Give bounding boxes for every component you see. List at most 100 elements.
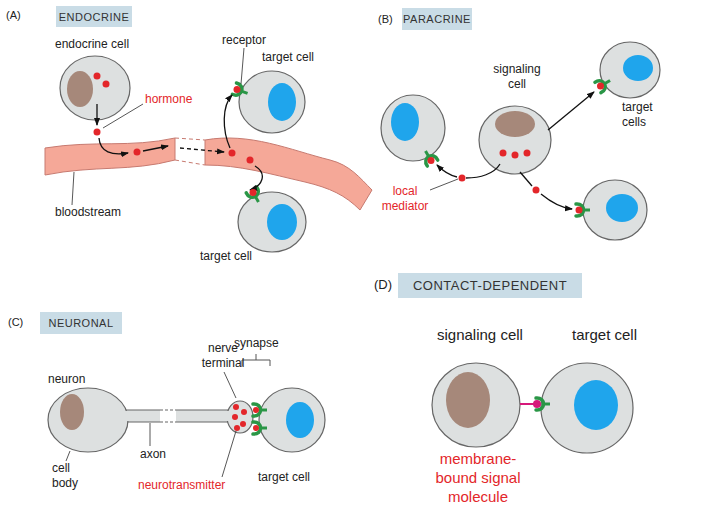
signal-label: neurotransmitter bbox=[138, 478, 225, 493]
receptor-symbol bbox=[595, 75, 613, 92]
panel-title-band: PARACRINE bbox=[402, 8, 472, 30]
receptor-symbol bbox=[253, 422, 267, 434]
mediator-dot bbox=[597, 83, 604, 90]
receptor-symbol bbox=[253, 404, 267, 434]
neuron-shape bbox=[48, 388, 253, 452]
signaling-cell bbox=[479, 106, 551, 174]
neuron-shape bbox=[120, 411, 134, 421]
hormone-dot bbox=[94, 129, 101, 136]
cell-label: signaling cell bbox=[437, 326, 523, 345]
leader-line bbox=[222, 431, 236, 477]
part-label: receptor bbox=[222, 33, 266, 48]
mediator-arrow bbox=[520, 172, 532, 186]
membrane-signal-molecule bbox=[533, 400, 541, 408]
mediator-arrow bbox=[466, 164, 500, 178]
receptor-symbol bbox=[536, 398, 550, 410]
panel-title-band: CONTACT-DEPENDENT bbox=[398, 273, 582, 298]
signaling-cell bbox=[479, 106, 551, 174]
hormone-path-arrow bbox=[180, 148, 224, 152]
panel-title: PARACRINE bbox=[403, 13, 471, 25]
cell-label: target cell bbox=[258, 470, 310, 485]
hormone-dot bbox=[134, 149, 141, 156]
hormone-path-arrow bbox=[143, 146, 168, 151]
target-cell bbox=[623, 55, 653, 81]
leader-line bbox=[72, 172, 74, 205]
receptor-symbol bbox=[576, 204, 590, 216]
neurotransmitter-dot bbox=[253, 407, 259, 413]
endocrine-cell bbox=[60, 56, 130, 120]
hormone-dot bbox=[234, 86, 241, 93]
panel-title: NEURONAL bbox=[48, 317, 113, 329]
cell-label: signaling cell bbox=[485, 62, 549, 92]
target-cell bbox=[541, 363, 633, 453]
panel-title: ENDOCRINE bbox=[59, 11, 130, 23]
receptor-symbol bbox=[420, 75, 613, 216]
mediator-dot bbox=[428, 83, 605, 214]
hormone-dot bbox=[103, 81, 110, 88]
mediator-dot bbox=[533, 187, 540, 194]
target-cell bbox=[606, 194, 638, 222]
panel-title-band: ENDOCRINE bbox=[56, 6, 132, 27]
leader-line bbox=[66, 451, 70, 461]
target-cell bbox=[259, 388, 325, 452]
target-cell bbox=[600, 42, 660, 98]
panel-letter: (C) bbox=[8, 316, 23, 330]
target-cell bbox=[268, 83, 296, 121]
cell-label: target cell bbox=[262, 50, 314, 65]
mediator-dot bbox=[512, 152, 519, 159]
membrane-signal-molecule bbox=[520, 400, 541, 408]
target-cell bbox=[239, 71, 305, 133]
mediator-dot bbox=[576, 207, 583, 214]
target-cell bbox=[286, 402, 314, 438]
neuron-shape bbox=[48, 388, 128, 452]
panel-letter: (A) bbox=[6, 9, 21, 23]
mediator-dot bbox=[428, 157, 435, 164]
cell-label: target cell bbox=[572, 326, 637, 345]
leader-line bbox=[430, 179, 458, 190]
panel-title: CONTACT-DEPENDENT bbox=[413, 278, 567, 293]
signaling-cell bbox=[432, 363, 520, 447]
part-label: axon bbox=[140, 447, 166, 462]
bloodstream-band bbox=[175, 138, 205, 165]
hormone-path-arrow bbox=[96, 104, 97, 125]
mediator-dot bbox=[524, 150, 531, 157]
target-cell bbox=[259, 388, 325, 452]
neurotransmitter-dot bbox=[234, 425, 240, 431]
signal-label: local mediator bbox=[374, 184, 436, 214]
part-label: bloodstream bbox=[55, 205, 121, 220]
signaling-cell bbox=[495, 111, 535, 137]
mediator-dot bbox=[459, 175, 466, 182]
signaling-cell bbox=[432, 363, 520, 447]
target-cell bbox=[541, 363, 633, 453]
leader-line bbox=[72, 48, 244, 205]
cell-label: neuron bbox=[48, 372, 85, 387]
endocrine-cell bbox=[67, 71, 93, 107]
neuron-shape bbox=[160, 410, 176, 422]
endocrine-cell bbox=[60, 56, 130, 120]
hormone-dot bbox=[247, 157, 254, 164]
part-label: cell body bbox=[52, 461, 87, 491]
cell-label: target cells bbox=[622, 100, 667, 130]
neuron-shape bbox=[122, 410, 234, 422]
hormone-dot bbox=[229, 150, 236, 157]
leader-line bbox=[150, 423, 151, 446]
cell-label: endocrine cell bbox=[55, 37, 129, 52]
receptor-symbol bbox=[253, 404, 267, 416]
part-label: synapse bbox=[234, 336, 279, 351]
signaling-cell bbox=[446, 372, 490, 428]
neurotransmitter-dot bbox=[240, 421, 246, 427]
hormone-path-arrow bbox=[99, 138, 128, 154]
panel-letter: (D) bbox=[374, 277, 392, 293]
synapse-bracket bbox=[242, 354, 270, 366]
panel-letter: (B) bbox=[378, 13, 393, 27]
neuron-shape bbox=[222, 411, 232, 421]
neurotransmitter-dot bbox=[232, 404, 259, 431]
target-cell bbox=[238, 71, 306, 252]
bloodstream-band bbox=[45, 138, 175, 175]
receptor-symbol bbox=[232, 83, 263, 205]
target-cell bbox=[267, 204, 297, 240]
neurotransmitter-dot bbox=[232, 414, 238, 420]
neuron-shape bbox=[60, 394, 84, 430]
